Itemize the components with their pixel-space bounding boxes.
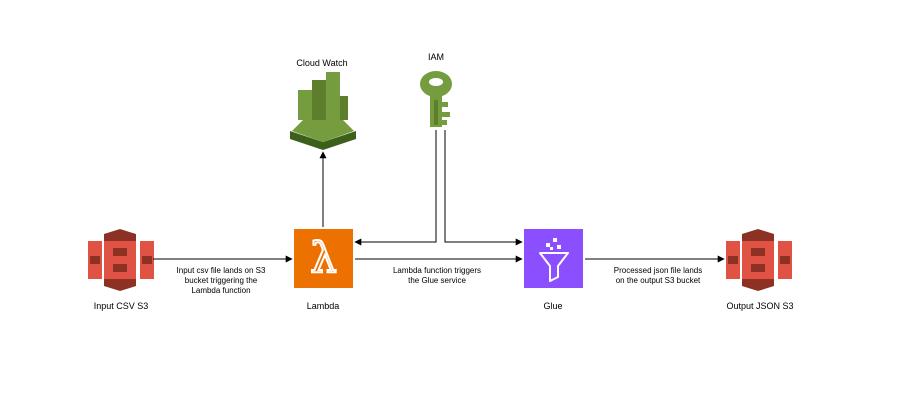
glue-icon [524, 229, 583, 288]
input-s3-label: Input CSV S3 [93, 301, 149, 311]
s3-bucket-icon [726, 229, 792, 291]
iam-key-icon [420, 71, 452, 127]
cloudwatch-label: Cloud Watch [296, 58, 348, 68]
edge-label-line: Lambda function triggers [392, 266, 482, 275]
lambda-label: Lambda [306, 301, 340, 311]
lambda-to-glue-label: Lambda function triggers the Glue servic… [370, 266, 504, 286]
glue-label: Glue [543, 301, 563, 311]
svg-text:λ: λ [310, 233, 337, 282]
iam-label: IAM [427, 52, 444, 62]
lambda-icon: λ [294, 229, 353, 288]
s3-to-lambda-label: Input csv file lands on S3 bucket trigge… [156, 266, 286, 296]
edge-iam-to-glue [444, 130, 523, 246]
edge-label-line: on the output S3 bucket [615, 276, 701, 285]
glue-to-s3-label: Processed json file lands on the output … [592, 266, 724, 286]
edge-label-line: Input csv file lands on S3 [176, 266, 266, 275]
cloudwatch-icon [290, 72, 356, 150]
edge-iam-to-lambda [354, 130, 437, 246]
edge-label-line: Lambda function [191, 286, 251, 295]
s3-bucket-icon [88, 229, 154, 291]
edge-label-line: bucket triggering the [184, 276, 258, 285]
edge-label-line: the Glue service [408, 276, 466, 285]
edge-label-line: Processed json file lands [613, 266, 703, 275]
output-s3-label: Output JSON S3 [726, 301, 794, 311]
